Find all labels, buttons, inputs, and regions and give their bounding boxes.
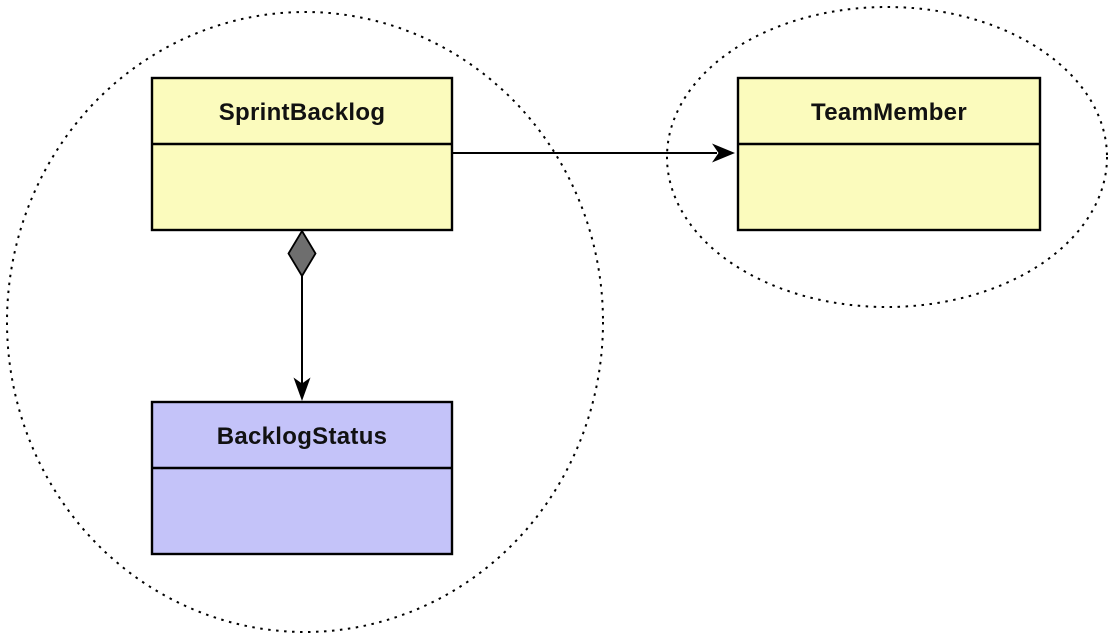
class-name-label: BacklogStatus bbox=[217, 423, 388, 450]
class-node-sprintbacklog: SprintBacklog bbox=[150, 76, 454, 232]
class-name-label: SprintBacklog bbox=[219, 99, 386, 126]
class-name-label: TeamMember bbox=[811, 99, 967, 126]
association-sprintbacklog-teammember bbox=[452, 143, 735, 163]
aggregation-diamond-icon bbox=[287, 229, 317, 278]
group-ellipse-right bbox=[666, 6, 1108, 308]
aggregation-sprintbacklog-backlogstatus bbox=[287, 229, 317, 401]
class-box bbox=[736, 76, 1042, 232]
class-node-backlogstatus: BacklogStatus bbox=[150, 400, 454, 556]
class-box bbox=[150, 400, 454, 556]
group-ellipse-left bbox=[6, 11, 604, 633]
aggregation-arrowhead bbox=[293, 377, 311, 401]
class-box bbox=[150, 76, 454, 232]
association-arrowhead bbox=[712, 143, 735, 163]
class-node-teammember: TeamMember bbox=[736, 76, 1042, 232]
